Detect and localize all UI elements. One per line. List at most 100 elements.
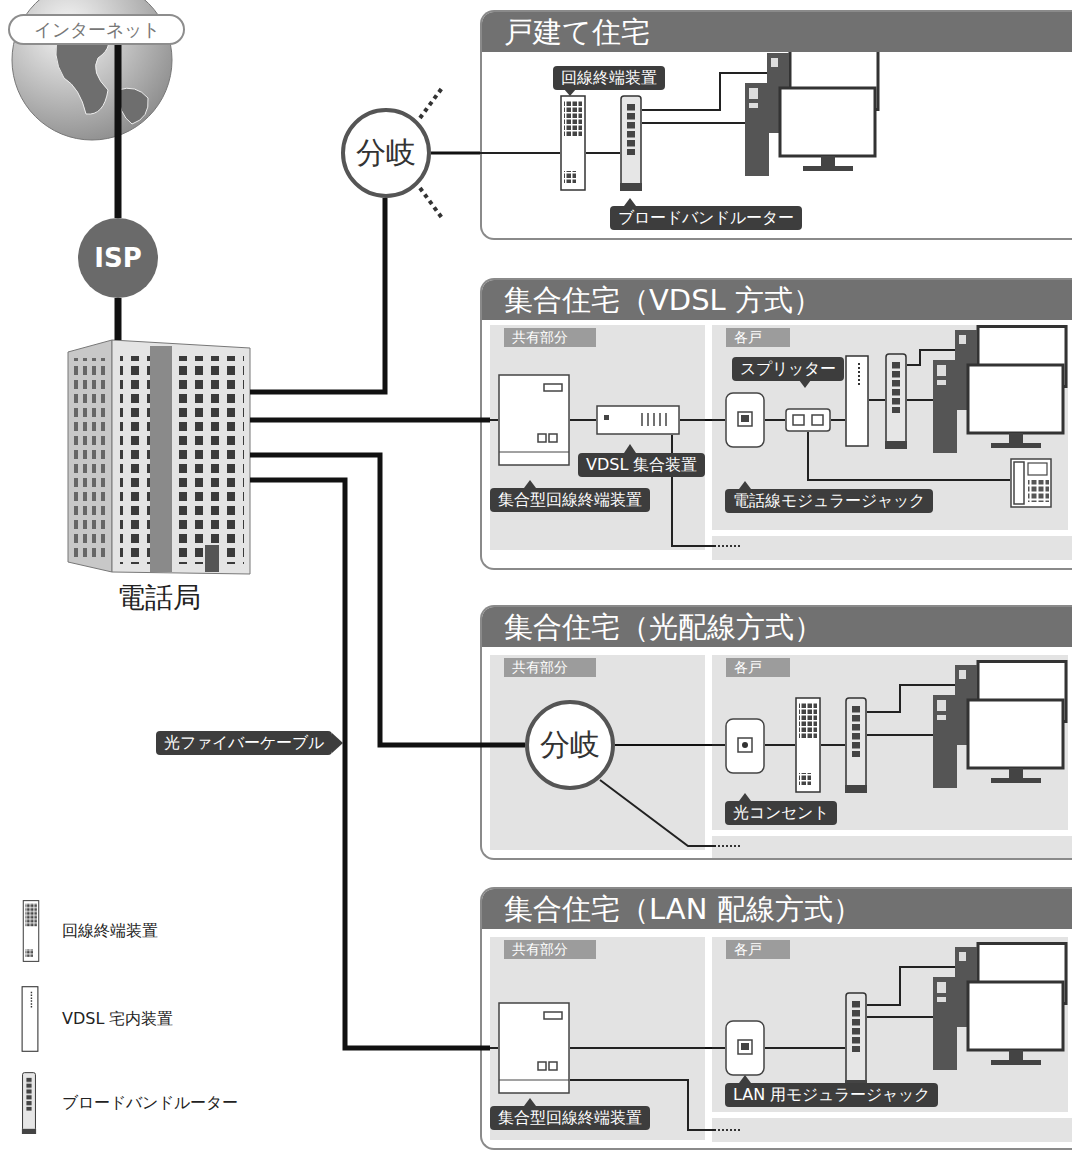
cable-connector — [705, 419, 712, 421]
legend-text: ブロードバンドルーター — [62, 1092, 238, 1114]
circle-shape — [78, 218, 158, 298]
devices — [726, 393, 764, 447]
devices — [745, 50, 878, 177]
area-tag: 共有部分 — [504, 658, 596, 677]
devices — [597, 406, 679, 434]
callout-tag: 集合型回線終端装置 — [490, 1106, 650, 1130]
cable-connector — [115, 298, 122, 340]
devices — [499, 1003, 569, 1093]
building-node: 電話局 — [68, 340, 250, 615]
callout-tag: 光ファイバーケーブル — [156, 731, 332, 755]
cloud-tag: インターネット — [8, 14, 185, 45]
continuation-dots — [718, 845, 740, 847]
building — [205, 545, 219, 572]
callout-tag: 光コンセント — [725, 801, 837, 825]
building — [120, 356, 244, 564]
circle-shape — [343, 110, 429, 196]
devices — [933, 662, 1066, 789]
continuation-strips — [712, 1118, 1072, 1142]
area-panel: 共有部分分岐 — [490, 655, 705, 850]
callout-pointers — [332, 89, 811, 1106]
cable-connector — [250, 418, 490, 423]
devices — [726, 719, 764, 773]
callout-tag: VDSL 集合装置 — [578, 453, 705, 477]
cable-connector — [615, 744, 712, 746]
continuation-strips — [712, 836, 1072, 858]
cable-connector — [431, 152, 480, 155]
callout-tag: 回線終端装置 — [553, 66, 665, 90]
callout-tag: 電話線モジュラージャック — [725, 489, 933, 513]
globe — [12, 0, 172, 140]
callout-tag: LAN 用モジュラージャック — [725, 1083, 938, 1107]
devices — [499, 50, 1066, 1094]
circle-label: ISP — [94, 243, 141, 273]
continuation-dots — [718, 1129, 740, 1131]
wires — [600, 780, 716, 846]
cable-connector — [115, 45, 122, 218]
area-tag: 共有部分 — [504, 328, 596, 347]
devices — [726, 1021, 764, 1075]
cable-connector — [250, 455, 525, 745]
callout-pointers — [524, 480, 536, 488]
devices — [796, 698, 820, 792]
circle-label: 分岐 — [356, 133, 416, 174]
callout-pointers — [564, 89, 576, 96]
building — [150, 346, 172, 572]
globe — [118, 88, 148, 124]
continuation-strips — [712, 536, 1072, 1142]
legend-samples — [22, 1073, 36, 1134]
devices — [933, 944, 1066, 1071]
callout-pointers — [739, 1075, 751, 1083]
cable-connector — [250, 198, 385, 392]
devices — [499, 375, 569, 465]
circle-label: 分岐 — [540, 725, 600, 766]
callout-tag: 集合型回線終端装置 — [490, 488, 650, 512]
devices — [561, 96, 585, 190]
devices — [845, 698, 867, 793]
cloud-label: インターネット — [34, 18, 160, 42]
callout-pointers — [739, 481, 751, 489]
circle-node: ISP — [78, 218, 158, 298]
circle-node: 分岐 — [525, 700, 615, 790]
cable-connector — [250, 480, 490, 1048]
wires — [480, 152, 620, 154]
legend-samples — [22, 901, 39, 1134]
callout-pointers — [332, 733, 343, 753]
panel-heading: 集合住宅（VDSL 方式） — [482, 280, 1072, 320]
continuation-strips — [712, 536, 1072, 560]
callout-tag: ブロードバンドルーター — [610, 206, 802, 230]
branch-spokes — [420, 188, 442, 218]
wires — [672, 435, 716, 546]
wires — [808, 432, 1010, 480]
building — [68, 340, 250, 574]
legend-samples — [22, 987, 38, 1052]
legend-text: VDSL 宅内装置 — [62, 1008, 173, 1030]
wires — [480, 73, 1010, 1130]
continuation-dots — [718, 545, 740, 547]
devices — [846, 356, 868, 446]
callout-pointers — [739, 793, 751, 801]
legend-text: 回線終端装置 — [62, 920, 158, 942]
callout-pointers — [799, 380, 811, 388]
devices — [786, 409, 830, 431]
callout-tag: スプリッター — [732, 357, 844, 381]
circle-shape — [527, 702, 613, 788]
panel-heading: 集合住宅（光配線方式） — [482, 607, 1072, 647]
area-tag: 各戸 — [726, 658, 790, 677]
globe — [12, 0, 172, 140]
area-tag: 各戸 — [726, 940, 790, 959]
devices — [933, 327, 1066, 454]
circle-node: 分岐 — [341, 108, 431, 198]
devices — [885, 354, 907, 449]
building — [112, 340, 250, 574]
area-tag: 共有部分 — [504, 940, 596, 959]
callout-pointers — [624, 444, 636, 453]
building — [72, 358, 108, 558]
cable-connector — [705, 1047, 712, 1049]
devices — [1011, 459, 1051, 507]
branch-spokes — [420, 88, 442, 118]
devices — [620, 96, 642, 191]
